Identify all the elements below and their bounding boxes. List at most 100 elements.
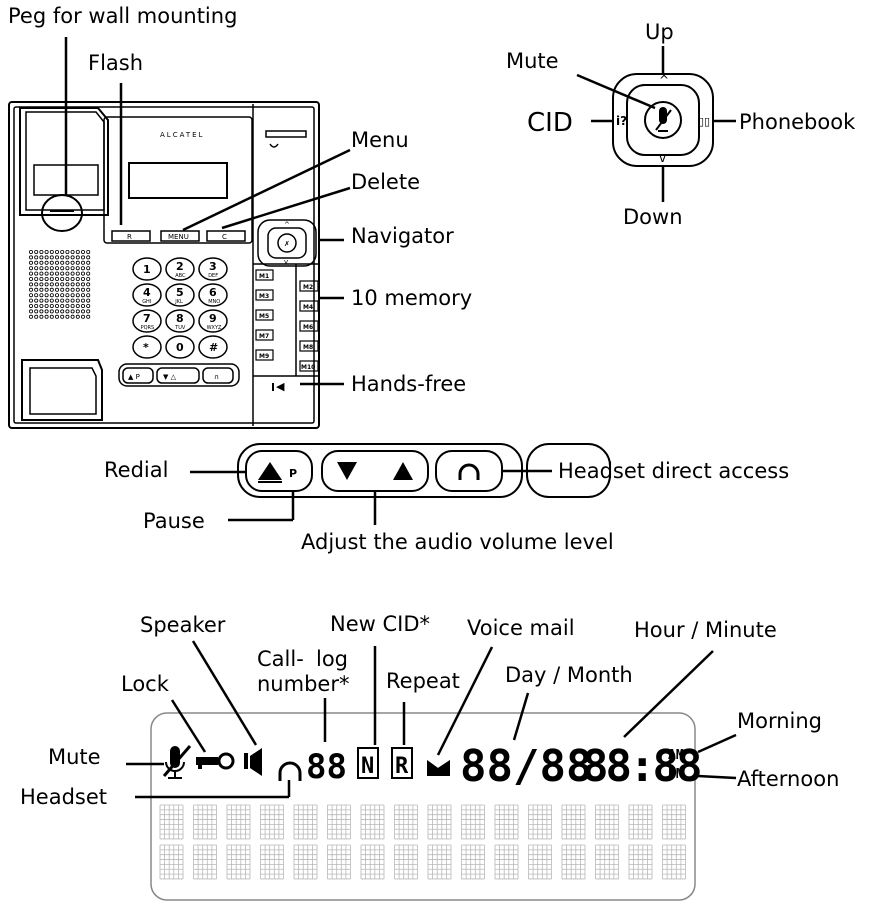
key-star[interactable]: * — [132, 335, 162, 359]
svg-text:3: 3 — [209, 260, 217, 273]
svg-text:^: ^ — [284, 221, 290, 229]
headset-access-label: Headset direct access — [558, 459, 789, 483]
key-hash[interactable]: # — [198, 335, 228, 359]
memory-label: 10 memory — [351, 286, 472, 310]
key-1[interactable]: 1 — [132, 257, 162, 281]
display-speaker-icon — [244, 748, 262, 776]
navigator-detail[interactable]: ^ v i? ▯▯ — [612, 73, 714, 167]
svg-text:M5: M5 — [259, 313, 269, 320]
hour-minute-label: Hour / Minute — [634, 618, 777, 642]
svg-text:C: C — [222, 233, 227, 241]
am-indicator: AM — [668, 748, 684, 763]
repeat-icon: R — [391, 747, 413, 779]
flash-label: Flash — [88, 51, 143, 75]
down-arrow-icon: v — [659, 151, 666, 165]
call-log-label-3: number* — [257, 672, 349, 696]
svg-text:TUV: TUV — [174, 325, 186, 331]
memory-key-m8[interactable]: M8 — [299, 340, 319, 352]
svg-text:R: R — [395, 754, 409, 779]
svg-text:MNO: MNO — [208, 299, 220, 305]
call-log-label-2: log — [316, 647, 348, 671]
time-digits: 88:88 — [582, 741, 700, 792]
display-headset-icon — [278, 761, 302, 781]
svg-text:9: 9 — [209, 312, 217, 325]
phonebook-icon: ▯▯ — [698, 115, 710, 128]
lcd-window — [128, 162, 228, 199]
r-key[interactable]: R — [111, 230, 151, 242]
memory-key-m3[interactable]: M3 — [255, 289, 274, 301]
svg-text:M7: M7 — [259, 333, 269, 340]
mute-icon — [655, 107, 672, 132]
svg-text:#: # — [209, 341, 218, 354]
handsfree-icon[interactable]: ◀ — [276, 380, 285, 393]
redial-label: Redial — [104, 458, 168, 482]
voice-mail-label: Voice mail — [467, 616, 575, 640]
headset-button[interactable] — [435, 450, 503, 492]
cid-icon: i? — [616, 114, 627, 128]
svg-text:1: 1 — [143, 263, 151, 276]
menu-key[interactable]: MENU — [160, 230, 200, 242]
key-0[interactable]: 0 — [165, 335, 195, 359]
svg-text:WXYZ: WXYZ — [207, 325, 222, 331]
nav-up-label: Up — [645, 20, 674, 44]
svg-text:∩: ∩ — [214, 373, 219, 381]
memory-key-m5[interactable]: M5 — [255, 309, 274, 321]
svg-text:MENU: MENU — [168, 233, 189, 241]
svg-text:4: 4 — [143, 286, 151, 299]
svg-text:M1: M1 — [259, 273, 269, 280]
c-key[interactable]: C — [206, 230, 246, 242]
svg-text:▲ P: ▲ P — [128, 373, 140, 381]
peg-label: Peg for wall mounting — [8, 4, 237, 28]
svg-text:M2: M2 — [303, 284, 313, 291]
memory-key-m4[interactable]: M4 — [299, 300, 319, 312]
memory-key-m1[interactable]: M1 — [255, 269, 274, 281]
speaker-label: Speaker — [140, 613, 226, 637]
memory-key-m2[interactable]: M2 — [299, 280, 319, 292]
volume-button[interactable]: + — [321, 450, 429, 492]
navigator-label: Navigator — [351, 224, 454, 248]
svg-text:M3: M3 — [259, 293, 269, 300]
repeat-label: Repeat — [386, 669, 460, 693]
svg-text:+: + — [400, 470, 408, 481]
lock-label: Lock — [121, 672, 170, 696]
svg-text:R: R — [127, 233, 132, 241]
svg-text:▼ △: ▼ △ — [163, 373, 177, 381]
up-arrow-icon: ^ — [659, 73, 669, 87]
peg-icon — [41, 194, 83, 232]
nav-mute-label: Mute — [506, 49, 559, 73]
svg-text:N: N — [361, 754, 374, 779]
svg-text:DEF: DEF — [208, 273, 218, 279]
memory-key-m10[interactable]: M10 — [299, 360, 319, 372]
nav-cid-label: CID — [527, 108, 573, 138]
memory-key-m7[interactable]: M7 — [255, 329, 274, 341]
phone-navigator[interactable]: ✗ ^ v — [257, 219, 317, 267]
redial-pause-button[interactable]: P — [245, 450, 313, 492]
morning-label: Morning — [737, 709, 822, 733]
afternoon-label: Afternoon — [737, 767, 839, 791]
phone-bottom-buttons[interactable]: ▲ P ▼ △ ∩ — [118, 363, 240, 387]
handsfree-label: Hands-free — [351, 372, 466, 396]
svg-text:5: 5 — [176, 286, 184, 299]
new-cid-icon: N — [357, 747, 379, 779]
day-month-label: Day / Month — [505, 663, 633, 687]
svg-text:7: 7 — [143, 312, 151, 325]
memory-key-m6[interactable]: M6 — [299, 320, 319, 332]
svg-text:M6: M6 — [303, 324, 313, 331]
svg-text:PQRS: PQRS — [141, 325, 155, 331]
call-log-label-1: Call- — [257, 647, 304, 671]
display-lock-icon — [196, 752, 235, 770]
voice-mail-icon — [426, 758, 451, 776]
memory-key-m9[interactable]: M9 — [255, 349, 274, 361]
nav-phonebook-label: Phonebook — [739, 110, 856, 134]
